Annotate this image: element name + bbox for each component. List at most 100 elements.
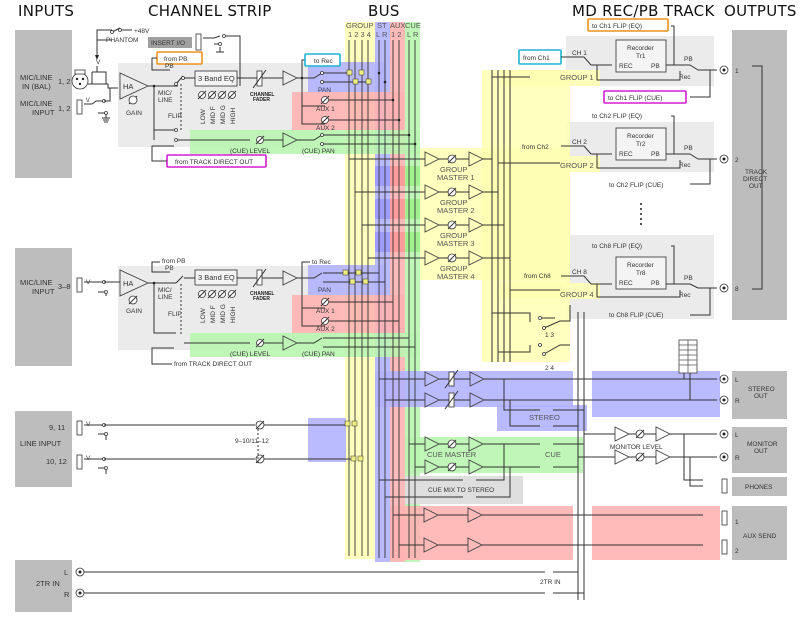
bus-lines <box>348 40 416 558</box>
label-group-master-2a: GROUP <box>440 198 468 207</box>
label-out-2: 2 <box>735 157 739 164</box>
label-input: INPUT <box>32 108 55 117</box>
bus-header: GROUP 1 2 3 4 ST L R AUX 1 2 CUE L R <box>346 21 421 39</box>
aux-send-band <box>592 506 720 560</box>
output-block-aux-send <box>732 506 787 560</box>
label-monitor-out-2: OUT <box>754 448 768 455</box>
group-assign-switches <box>346 69 372 85</box>
label-2tr-in: 2TR IN <box>36 579 60 588</box>
svg-text:V: V <box>96 59 101 66</box>
aux-bus-strip <box>390 22 405 562</box>
label-pb-rec-8: PB <box>651 280 660 287</box>
label-to-ch1-flip-cue: to Ch1 FLIP (CUE) <box>608 95 662 102</box>
label-eq-low: LOW <box>200 108 207 124</box>
aux-region-2 <box>292 295 404 333</box>
group4-band <box>500 283 600 299</box>
label-to-rec: to Rec <box>314 58 334 65</box>
label-pb-rec-1: PB <box>651 63 660 70</box>
group-routing-band <box>482 70 570 362</box>
label-from-ch2: from Ch2 <box>522 144 549 151</box>
label-pb-sw-8: PB <box>684 275 693 282</box>
md-track-8: to Ch8 FLIP (EQ) from Ch8 CH 8 GROUP 4 R… <box>524 243 717 319</box>
label-cue-mix-to-stereo: CUE MIX TO STEREO <box>428 487 494 494</box>
group2-band <box>500 156 600 172</box>
label-from-pb-2: from PB <box>162 258 185 265</box>
line-input-path: V V 9–10/11–12 <box>76 420 364 474</box>
label-recorder-1: Recorder <box>627 45 655 52</box>
label-3-band-eq-2: 3 Band EQ <box>198 273 235 282</box>
label-pan-2: PAN <box>318 287 331 294</box>
level-meter-icon <box>678 339 698 400</box>
label-aux1-2: AUX 1 <box>316 308 335 315</box>
trs-jack-icon-3-8 <box>76 277 83 293</box>
output-block-track-direct <box>732 30 787 320</box>
label-aux1: AUX 1 <box>316 106 335 113</box>
label-mic-line-in-bal: MIC/LINE <box>20 73 53 82</box>
input-block-line <box>15 411 72 487</box>
bus-label-group: GROUP <box>346 21 374 30</box>
header-inputs: INPUTS <box>18 2 74 20</box>
label-rec-2: REC <box>619 151 633 158</box>
label-group-2: GROUP 2 <box>560 161 594 170</box>
callout-to-ch1-flip-eq <box>587 18 669 32</box>
label-3-band-eq: 3 Band EQ <box>198 74 235 83</box>
label-to-ch2-flip-cue: to Ch2 FLIP (CUE) <box>609 182 663 189</box>
label-aux-send-1: 1 <box>735 519 739 526</box>
group-select-switches: 1 3 2 4 <box>492 305 585 600</box>
label-direct: DIRECT <box>743 176 767 183</box>
label-ch-3-8: 3–8 <box>58 282 71 291</box>
aux-master-band <box>390 506 573 560</box>
label-sel-24: 2 4 <box>545 365 554 372</box>
label-cue: CUE <box>545 450 561 459</box>
label-group-master-2: MASTER 2 <box>437 206 475 215</box>
label-track: TRACK <box>745 169 768 176</box>
label-phones: PHONES <box>745 484 773 491</box>
label-ha: HA <box>123 82 133 91</box>
label-from-ch1: from Ch1 <box>523 55 550 62</box>
label-rec-sw-8: Rec <box>679 292 691 299</box>
label-tr1: Tr1 <box>636 53 646 60</box>
label-recorder-8: Recorder <box>627 262 655 269</box>
label-ch1: CH 1 <box>572 50 587 57</box>
label-insert-io: INSERT I/O <box>151 40 185 47</box>
bus-color-blocks <box>375 166 420 252</box>
label-line-link: 9–10/11–12 <box>235 438 269 445</box>
gain-knob-icon <box>128 95 138 105</box>
label-pb-sw-1: PB <box>684 56 693 63</box>
label-mic-line-input: MIC/LINE <box>20 99 53 108</box>
label-eq-mid-f-2: MID F <box>210 305 217 323</box>
label-to-ch8-flip-cue: to Ch8 FLIP (CUE) <box>609 312 663 319</box>
label-eq-high-2: HIGH <box>230 306 237 323</box>
callout-to-rec <box>304 53 341 67</box>
cue-mix-band <box>405 476 523 504</box>
label-monitor-level: MONITOR LEVEL <box>610 444 663 451</box>
label-to-ch8-flip-eq: to Ch8 FLIP (EQ) <box>592 243 642 250</box>
input-block-ch3-8 <box>15 248 72 366</box>
group-assign-switches-2 <box>342 269 369 285</box>
group1-band <box>500 70 600 86</box>
label-monitor-r: R <box>735 455 740 462</box>
label-mic-line-input-3-8: MIC/LINE <box>20 278 53 287</box>
input-block-2tr <box>15 560 72 612</box>
label-rec-1: REC <box>619 63 633 70</box>
label-eq-high: HIGH <box>230 107 237 124</box>
label-group-master-4: MASTER 4 <box>437 272 475 281</box>
label-aux-send-2: 2 <box>735 548 739 555</box>
label-rec-sw-1: Rec <box>679 74 691 81</box>
recorder-tr2 <box>615 127 667 161</box>
label-ha-2: HA <box>123 279 133 288</box>
label-pb-rec-2: PB <box>651 151 660 158</box>
label-phantom: PHANTOM <box>106 37 138 44</box>
label-cue-level-2: (CUE) LEVEL <box>230 351 270 358</box>
label-cue-master: CUE MASTER <box>427 450 477 459</box>
label-recorder-2: Recorder <box>627 133 655 140</box>
bus-label-group-nums: 1 2 3 4 <box>348 30 371 39</box>
label-ch8: CH 8 <box>572 269 587 276</box>
label-from-ch8: from Ch8 <box>524 273 551 280</box>
label-from-pb: from PB <box>164 56 187 63</box>
label-group-4: GROUP 4 <box>560 290 594 299</box>
label-pan: PAN <box>318 87 331 94</box>
label-to-ch2-flip-eq: to Ch2 FLIP (EQ) <box>592 113 642 120</box>
channel-strip-1: +48V PHANTOM V \/ HA GAIN INSERT I/O fro… <box>71 27 417 168</box>
